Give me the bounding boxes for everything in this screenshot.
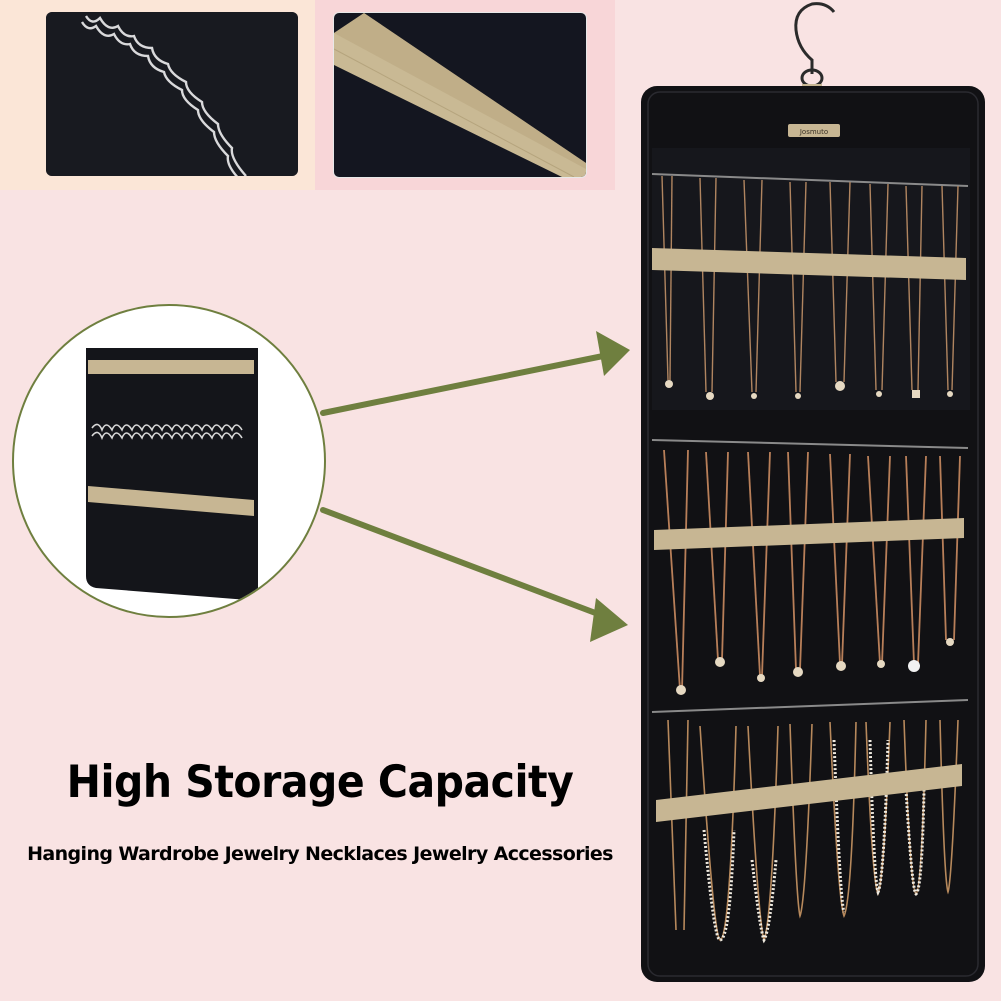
hanger-hook-icon xyxy=(794,2,836,92)
arrow-right-icon xyxy=(320,331,630,416)
elastic-band-detail-photo xyxy=(333,12,587,178)
svg-text:Josmuto: Josmuto xyxy=(799,128,828,136)
hanging-jewelry-organizer: Josmuto xyxy=(641,86,985,982)
hook-strip-detail-photo xyxy=(46,12,298,176)
arrow-right-icon xyxy=(320,507,628,642)
circle-inset-detail xyxy=(12,304,326,618)
subheadline: Hanging Wardrobe Jewelry Necklaces Jewel… xyxy=(27,843,613,865)
headline: High Storage Capacity xyxy=(66,756,574,808)
